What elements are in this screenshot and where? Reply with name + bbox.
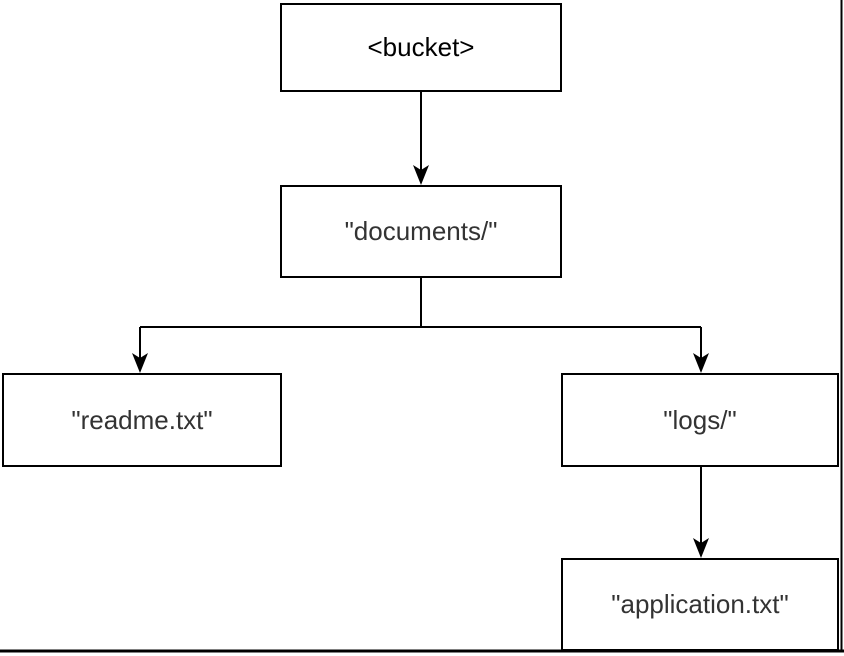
edge-bucket-documents <box>413 92 429 185</box>
node-logs-label: "logs/" <box>663 404 737 435</box>
arrowhead-down-icon <box>132 353 148 373</box>
arrowhead-down-icon <box>693 353 709 373</box>
node-readme: "readme.txt" <box>2 373 282 467</box>
node-documents-label: "documents/" <box>344 216 498 246</box>
edge-logs-application <box>693 467 709 558</box>
edge-documents-readme <box>132 327 148 373</box>
node-bucket-label: <bucket> <box>367 32 475 62</box>
arrowhead-down-icon <box>693 538 709 558</box>
node-application-label: "application.txt" <box>611 589 789 619</box>
node-documents: "documents/" <box>280 185 562 278</box>
edge-documents-branch <box>140 278 701 328</box>
node-application: "application.txt" <box>561 558 839 651</box>
node-bucket: <bucket> <box>280 3 562 92</box>
node-logs: "logs/" <box>561 373 839 467</box>
edge-documents-logs <box>693 327 709 373</box>
arrowhead-down-icon <box>413 165 429 185</box>
node-readme-label: "readme.txt" <box>71 404 213 435</box>
